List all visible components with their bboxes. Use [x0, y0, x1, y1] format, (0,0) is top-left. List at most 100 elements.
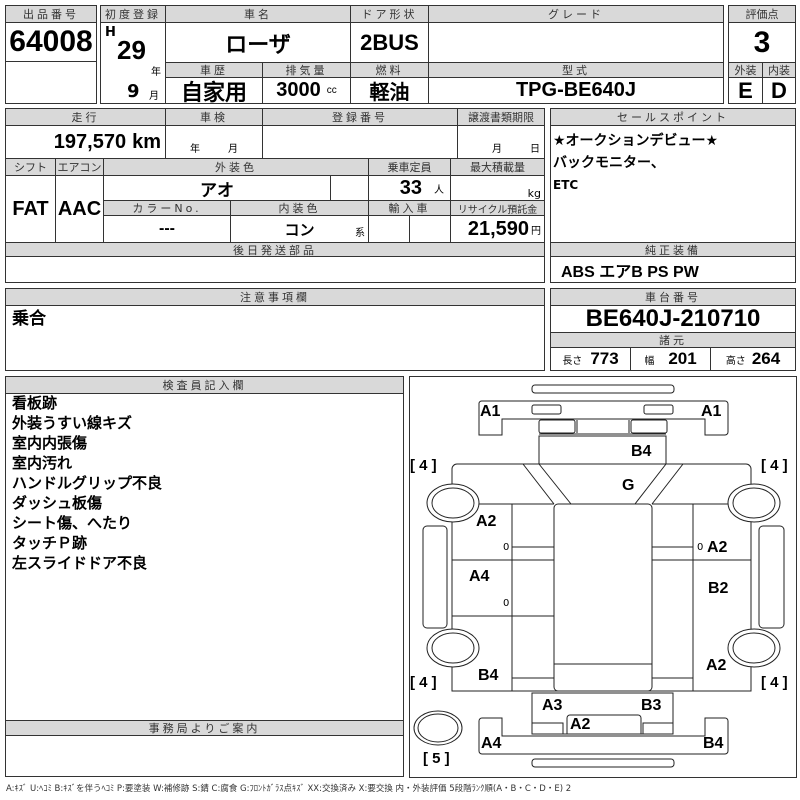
roof	[553, 503, 653, 692]
recycle-header: リサイクル預託金	[450, 200, 545, 216]
sales-points: ★オークションデビュー★ バックモニター、 ETC	[550, 125, 796, 243]
first-reg-cell: H 29 年 9 月	[100, 22, 166, 104]
recycle-value: 21,590	[467, 217, 529, 240]
equipment: ABS エアB PS PW	[550, 256, 796, 283]
tire-tread-spare: [ 5 ]	[423, 750, 450, 767]
fuel: 軽油	[350, 77, 429, 104]
spare-tire	[413, 710, 463, 746]
inspector-line: シート傷、へたり	[12, 514, 133, 532]
body-outline	[451, 463, 752, 692]
sales-point-line: ETC	[553, 178, 579, 192]
front-bumper	[478, 400, 729, 436]
transfer-day-unit: 日	[530, 144, 540, 155]
length-value: 773	[590, 349, 619, 368]
notes-text: 乗合	[12, 309, 46, 329]
side-left	[422, 525, 448, 629]
year-unit: 年	[151, 67, 161, 78]
rear-lights	[532, 714, 673, 734]
damage-mark: A2	[570, 716, 591, 733]
damage-mark: A1	[480, 403, 501, 420]
rear-panel	[531, 692, 674, 735]
int-score-header: 内装	[762, 62, 796, 78]
rear-bumper	[478, 717, 729, 755]
later-parts-header: 後日発送部品	[5, 242, 545, 257]
reg-no	[262, 125, 458, 159]
tire-tread-rear-left: [ 4 ]	[410, 674, 437, 691]
reg-month: 9	[127, 81, 140, 102]
color-no-header: カラーNo.	[103, 200, 231, 216]
wheel-front-left	[426, 483, 480, 523]
damage-mark: B4	[478, 667, 499, 684]
inspection-month-unit: 月	[228, 144, 238, 155]
zero-mark: 0	[503, 598, 510, 609]
grille-center	[539, 420, 666, 435]
month-unit: 月	[149, 91, 159, 102]
shift: FAT	[5, 175, 56, 243]
int-color-value: コン	[284, 221, 315, 239]
side-panels	[452, 503, 751, 691]
inspector-notes: 看板跡 外装うすい線キズ 室内内張傷 室内汚れ ハンドルグリップ不良 ダッシュ板…	[5, 393, 404, 721]
headlight-left	[531, 404, 562, 415]
int-color-unit: 系	[355, 228, 365, 239]
inspection-year-unit: 年	[190, 144, 200, 155]
notes-header: 注意事項欄	[5, 288, 545, 306]
fuel-header: 燃料	[350, 62, 429, 78]
inspector-line: 室内内張傷	[12, 434, 88, 452]
damage-mark: B4	[631, 443, 652, 460]
sales-points-header: セールスポイント	[550, 108, 796, 126]
office-header: 事務局よりご案内	[5, 720, 404, 736]
displacement-unit: cc	[326, 85, 337, 96]
damage-mark: A2	[706, 657, 727, 674]
inspector-line: 室内汚れ	[12, 454, 73, 472]
later-parts	[5, 256, 545, 283]
displacement-value: 3000	[276, 79, 321, 101]
listing-number: 64008	[5, 22, 97, 62]
aircon: AAC	[55, 175, 104, 243]
ext-score-header: 外装	[728, 62, 763, 78]
chassis-number: BE640J-210710	[550, 305, 796, 333]
rear-bumper-bar	[531, 758, 675, 768]
inspector-line: タッチＰ跡	[12, 534, 88, 552]
damage-mark: G	[622, 477, 635, 494]
score: 3	[728, 22, 796, 63]
displacement-header: 排気量	[262, 62, 351, 78]
wheel-rear-left	[426, 628, 480, 668]
displacement: 3000 cc	[262, 77, 351, 104]
shift-header: シフト	[5, 158, 56, 176]
inspection-header: 車検	[165, 108, 263, 126]
zero-mark: 0	[503, 542, 510, 553]
transfer: 月日	[457, 125, 545, 159]
sales-point-line: バックモニター、	[553, 155, 665, 171]
import-cell-2	[409, 215, 451, 243]
mileage-header: 走行	[5, 108, 166, 126]
import-cell-1	[368, 215, 410, 243]
damage-mark: A4	[469, 568, 490, 585]
damage-mark: B3	[641, 697, 662, 714]
recycle-unit: 円	[531, 225, 541, 237]
width-label: 幅	[644, 355, 655, 367]
damage-mark: A4	[481, 735, 502, 752]
inspector-line: 外装うすい線キズ	[12, 414, 133, 432]
max-load-header: 最大積載量	[450, 158, 545, 176]
grille-left	[538, 419, 576, 434]
tire-tread-front-right: [ 4 ]	[761, 457, 788, 474]
grade	[428, 22, 724, 63]
import-header: 輸入車	[368, 200, 451, 216]
transfer-header: 譲渡書類期限	[457, 108, 545, 126]
front-bumper-bar	[531, 384, 675, 394]
notes: 乗合	[5, 305, 545, 371]
aircon-header: エアコン	[55, 158, 104, 176]
sales-point-line: ★オークションデビュー★	[553, 133, 719, 149]
chassis-header: 車台番号	[550, 288, 796, 306]
inspection: 年月	[165, 125, 263, 159]
inspector-line: 看板跡	[12, 394, 58, 412]
history-header: 車歴	[165, 62, 263, 78]
car-name: ローザ	[165, 22, 351, 63]
door-type: 2BUS	[350, 22, 429, 63]
legend: A:ｷｽﾞ U:ﾍｺﾐ B:ｷｽﾞを伴うﾍｺﾐ P:要塗装 W:補修跡 S:錆 …	[6, 784, 572, 794]
